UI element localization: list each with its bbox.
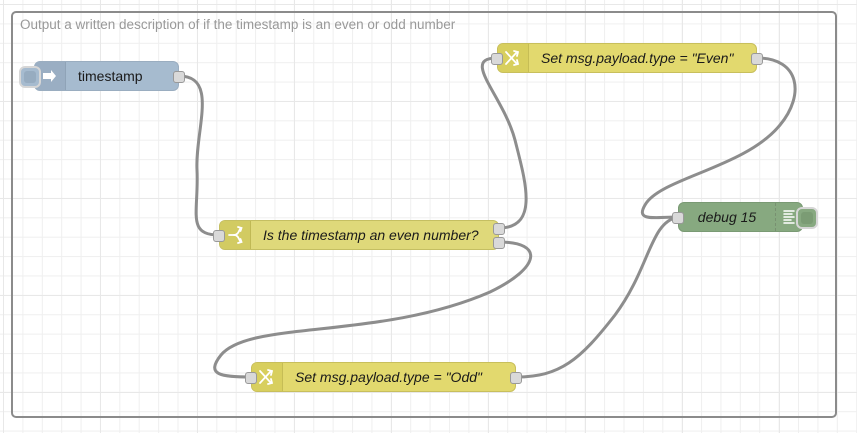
node-change-even[interactable]: Set msg.payload.type = "Even": [491, 43, 763, 73]
port-output-switch-0[interactable]: [493, 223, 505, 235]
branch-icon: [220, 221, 251, 249]
shuffle-icon: [252, 363, 283, 391]
port-output-change-even[interactable]: [751, 53, 763, 65]
node-label-switch: Is the timestamp an even number?: [263, 227, 479, 243]
group-box[interactable]: [11, 11, 837, 418]
inject-trigger-button-inner: [24, 71, 36, 83]
inject-trigger-button[interactable]: [19, 66, 41, 88]
port-input-change-odd[interactable]: [245, 372, 257, 384]
node-inject-timestamp[interactable]: timestamp: [19, 61, 185, 91]
node-switch-even-check[interactable]: Is the timestamp an even number?: [213, 220, 505, 250]
node-change-odd[interactable]: Set msg.payload.type = "Odd": [245, 362, 522, 392]
port-input-debug[interactable]: [672, 212, 684, 224]
debug-enable-button[interactable]: [796, 207, 818, 229]
debug-lines-icon: [775, 203, 802, 231]
shuffle-icon: [498, 44, 529, 72]
node-label-change-even: Set msg.payload.type = "Even": [541, 50, 734, 66]
port-input-change-even[interactable]: [491, 53, 503, 65]
port-output-change-odd[interactable]: [510, 372, 522, 384]
port-output-inject[interactable]: [173, 71, 185, 83]
port-input-switch[interactable]: [213, 230, 225, 242]
node-label-debug: debug 15: [697, 209, 757, 225]
debug-enable-button-inner: [801, 212, 813, 224]
port-output-switch-1[interactable]: [493, 237, 505, 249]
node-label-inject: timestamp: [78, 68, 143, 84]
node-debug-15[interactable]: debug 15: [672, 202, 818, 232]
node-label-change-odd: Set msg.payload.type = "Odd": [295, 369, 482, 385]
group-title: Output a written description of if the t…: [20, 17, 456, 32]
